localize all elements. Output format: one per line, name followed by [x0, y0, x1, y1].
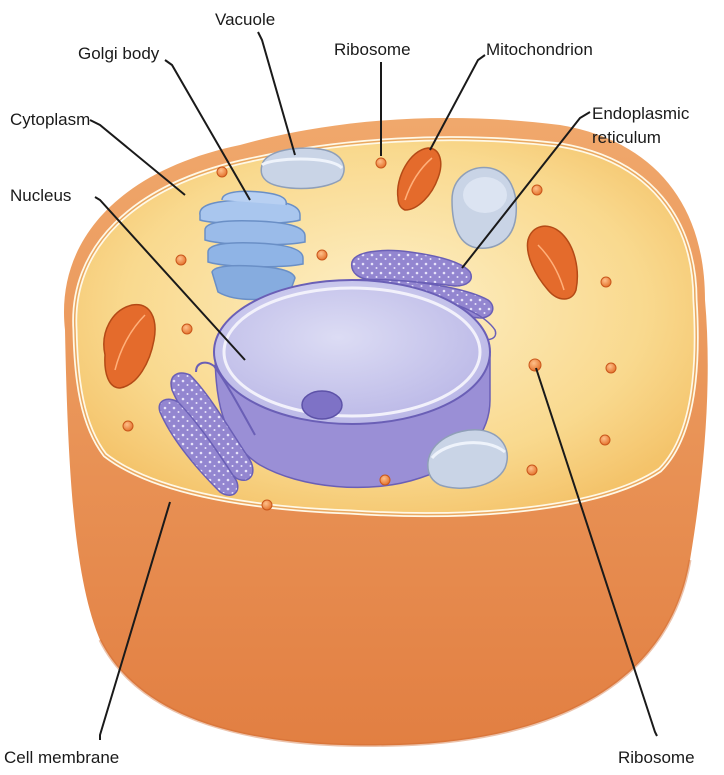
label-endoplasmic: Endoplasmic — [592, 104, 689, 124]
label-ribosome-top: Ribosome — [334, 40, 411, 60]
label-reticulum: reticulum — [592, 128, 661, 148]
leader-cytoplasm — [90, 120, 185, 195]
ribosome — [600, 435, 610, 445]
ribosome — [601, 277, 611, 287]
ribosome — [380, 475, 390, 485]
label-cytoplasm: Cytoplasm — [10, 110, 90, 130]
ribosome — [217, 167, 227, 177]
label-golgi-body: Golgi body — [78, 44, 159, 64]
ribosome — [123, 421, 133, 431]
vacuole-right — [452, 168, 516, 249]
ribosome — [527, 465, 537, 475]
ribosome — [262, 500, 272, 510]
ribosome — [376, 158, 386, 168]
ribosome — [317, 250, 327, 260]
vacuole-top — [261, 148, 344, 188]
label-cell-membrane: Cell membrane — [4, 748, 119, 768]
ribosome — [529, 359, 541, 371]
nucleolus — [302, 391, 342, 419]
label-vacuole: Vacuole — [215, 10, 275, 30]
ribosome — [176, 255, 186, 265]
ribosome — [532, 185, 542, 195]
ribosome — [182, 324, 192, 334]
label-nucleus: Nucleus — [10, 186, 71, 206]
label-mitochondrion: Mitochondrion — [486, 40, 593, 60]
ribosome — [606, 363, 616, 373]
label-ribosome-bottom: Ribosome — [618, 748, 695, 768]
